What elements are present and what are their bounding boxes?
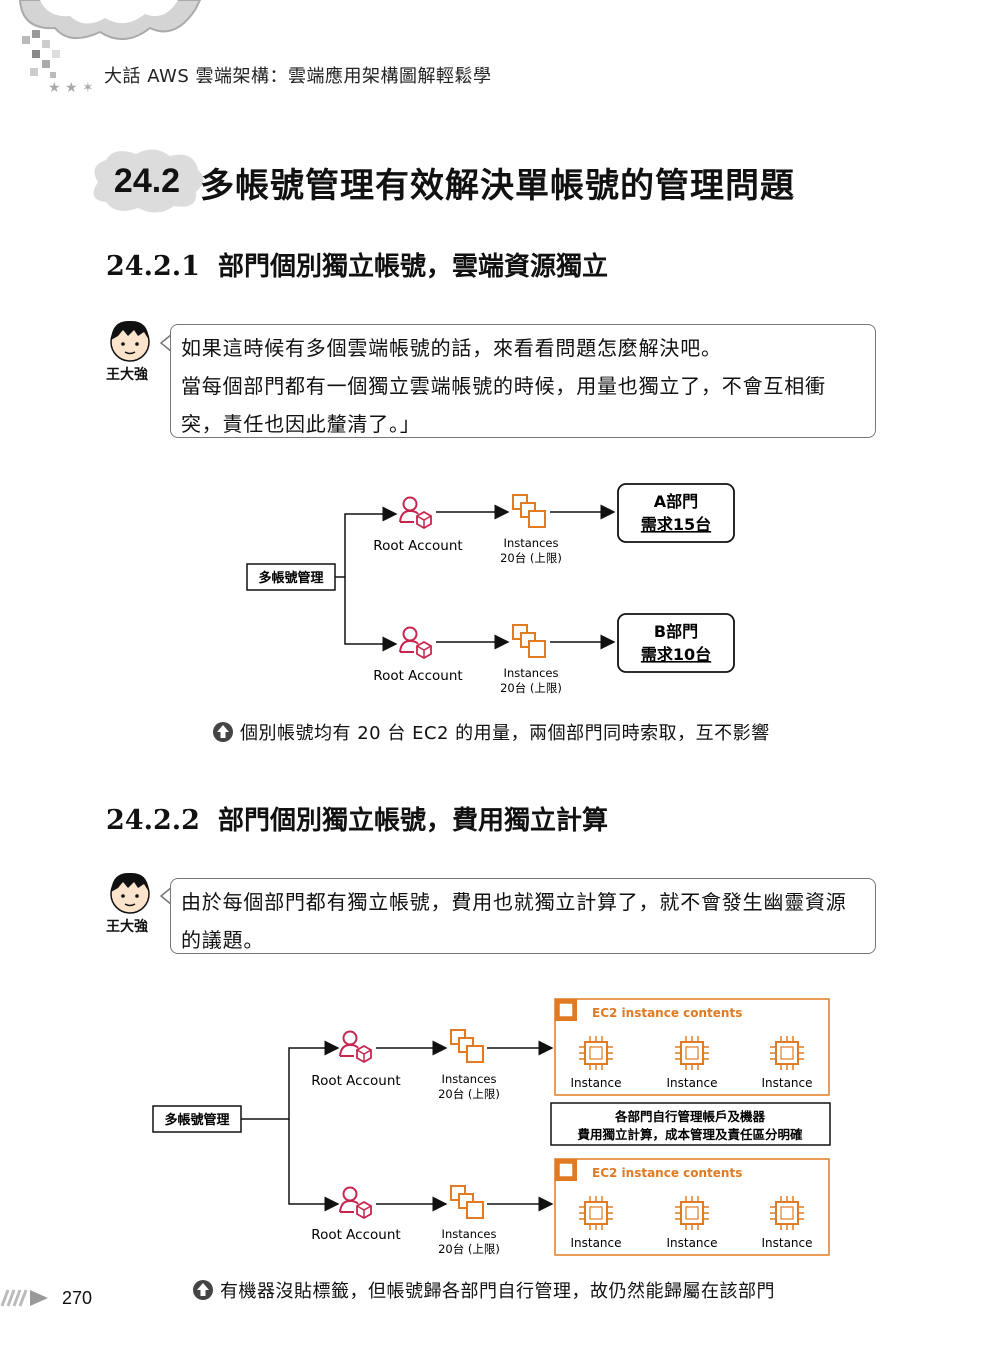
figure-caption: 個別帳號均有 20 台 EC2 的用量，兩個部門同時索取，互不影響 xyxy=(212,719,770,745)
subsection-title: 部門個別獨立帳號，雲端資源獨立 xyxy=(217,252,608,282)
chip-icon xyxy=(556,1160,576,1180)
chip-icon xyxy=(769,1035,805,1071)
bubble-line: 當每個部門都有一個獨立雲端帳號的時候，用量也獨立了，不會互相衝 xyxy=(181,374,826,398)
management-note-box xyxy=(550,1102,831,1146)
ec2-group-label: EC2 instance contents xyxy=(592,1006,742,1020)
note-line: 費用獨立計算，成本管理及責任區分明確 xyxy=(577,1127,803,1142)
dept-a-box xyxy=(617,483,735,543)
speaker-name: 王大強 xyxy=(106,919,148,935)
instances-limit: 20台 (上限) xyxy=(500,681,562,695)
instance-label: Instance xyxy=(666,1076,717,1090)
note-line: 各部門自行管理帳戶及機器 xyxy=(614,1109,766,1124)
star-decoration: ★ ★ ✶ xyxy=(48,80,94,96)
chip-icon xyxy=(578,1035,614,1071)
instances-limit: 20台 (上限) xyxy=(500,551,562,565)
subsection-1-heading: 24.2.1 部門個別獨立帳號，雲端資源獨立 xyxy=(106,246,608,283)
dept-a-demand: 需求15台 xyxy=(641,515,711,534)
root-node xyxy=(246,563,336,591)
instances-label: Instances xyxy=(442,1072,497,1086)
speech-bubble: 如果這時候有多個雲端帳號的話，來看看問題怎麼解決吧。 當每個部門都有一個獨立雲端… xyxy=(170,324,876,438)
chip-icon xyxy=(674,1035,710,1071)
root-account-icon xyxy=(399,626,432,659)
dept-b-box xyxy=(617,613,735,673)
page-number: 270 xyxy=(62,1288,93,1308)
bubble-line: 的議題。 xyxy=(181,928,265,952)
instance-label: Instance xyxy=(666,1236,717,1250)
section-number-cloud xyxy=(93,149,204,213)
dept-b-demand: 需求10台 xyxy=(641,645,711,664)
root-account-label: Root Account xyxy=(373,668,462,684)
dept-b-name: B部門 xyxy=(654,622,698,641)
instances-icon xyxy=(450,1185,484,1219)
section-title: 多帳號管理有效解決單帳號的管理問題 xyxy=(200,166,795,206)
bubble-line: 如果這時候有多個雲端帳號的話，來看看問題怎麼解決吧。 xyxy=(181,336,722,360)
pixel-decoration xyxy=(22,30,60,78)
book-title: 大話 AWS 雲端架構：雲端應用架構圖解輕鬆學 xyxy=(104,66,492,87)
instances-icon xyxy=(450,1029,484,1063)
figure-caption: 有機器沒貼標籤，但帳號歸各部門自行管理，故仍然能歸屬在該部門 xyxy=(192,1277,775,1303)
section-number: 24.2 xyxy=(113,161,181,200)
page-stripes-icon xyxy=(0,1289,48,1307)
up-arrow-icon xyxy=(213,722,233,742)
root-account-label: Root Account xyxy=(373,538,462,554)
instances-icon xyxy=(512,494,546,528)
bubble-line: 突，責任也因此釐清了。」 xyxy=(181,412,421,436)
instance-label: Instance xyxy=(761,1236,812,1250)
instances-label: Instances xyxy=(442,1227,497,1241)
subsection-2-heading: 24.2.2 部門個別獨立帳號，費用獨立計算 xyxy=(106,800,608,837)
instance-label: Instance xyxy=(761,1076,812,1090)
multi-account-diagram-2: 多帳號管理 Root Account Instances 20台 (上限) EC… xyxy=(152,998,831,1256)
root-account-label: Root Account xyxy=(311,1073,400,1089)
instance-label: Instance xyxy=(570,1236,621,1250)
chip-icon xyxy=(674,1195,710,1231)
instance-label: Instance xyxy=(570,1076,621,1090)
subsection-number: 24.2.1 xyxy=(106,251,200,282)
dept-a-name: A部門 xyxy=(654,492,698,511)
speaker-name: 王大強 xyxy=(106,367,148,383)
root-node xyxy=(152,1105,242,1133)
speech-bubble: 由於每個部門都有獨立帳號，費用也就獨立計算了，就不會發生幽靈資源 的議題。 xyxy=(170,878,876,954)
instances-limit: 20台 (上限) xyxy=(438,1087,500,1101)
root-account-icon xyxy=(339,1186,372,1219)
instances-limit: 20台 (上限) xyxy=(438,1242,500,1256)
chip-icon xyxy=(556,1000,576,1020)
up-arrow-icon xyxy=(193,1280,213,1300)
root-label: 多帳號管理 xyxy=(164,1112,229,1128)
root-account-icon xyxy=(339,1030,372,1063)
subsection-number: 24.2.2 xyxy=(106,805,200,836)
person-avatar-icon xyxy=(110,872,150,914)
person-avatar-icon xyxy=(110,320,150,362)
instances-label: Instances xyxy=(504,536,559,550)
chip-icon xyxy=(769,1195,805,1231)
instances-label: Instances xyxy=(504,666,559,680)
root-account-icon xyxy=(399,496,432,529)
caption-text: 個別帳號均有 20 台 EC2 的用量，兩個部門同時索取，互不影響 xyxy=(240,723,770,744)
caption-text: 有機器沒貼標籤，但帳號歸各部門自行管理，故仍然能歸屬在該部門 xyxy=(220,1281,775,1302)
ec2-group-label: EC2 instance contents xyxy=(592,1166,742,1180)
bubble-pointer xyxy=(159,333,173,353)
bubble-line: 由於每個部門都有獨立帳號，費用也就獨立計算了，就不會發生幽靈資源 xyxy=(181,890,847,914)
bubble-pointer xyxy=(159,886,173,906)
multi-account-diagram-1: 多帳號管理 Root Account Instances 20台 (上限) A部… xyxy=(246,483,735,695)
root-label: 多帳號管理 xyxy=(258,570,323,586)
cloud-decoration xyxy=(18,0,202,40)
subsection-title: 部門個別獨立帳號，費用獨立計算 xyxy=(217,806,608,836)
instances-icon xyxy=(512,624,546,658)
chip-icon xyxy=(578,1195,614,1231)
root-account-label: Root Account xyxy=(311,1227,400,1243)
